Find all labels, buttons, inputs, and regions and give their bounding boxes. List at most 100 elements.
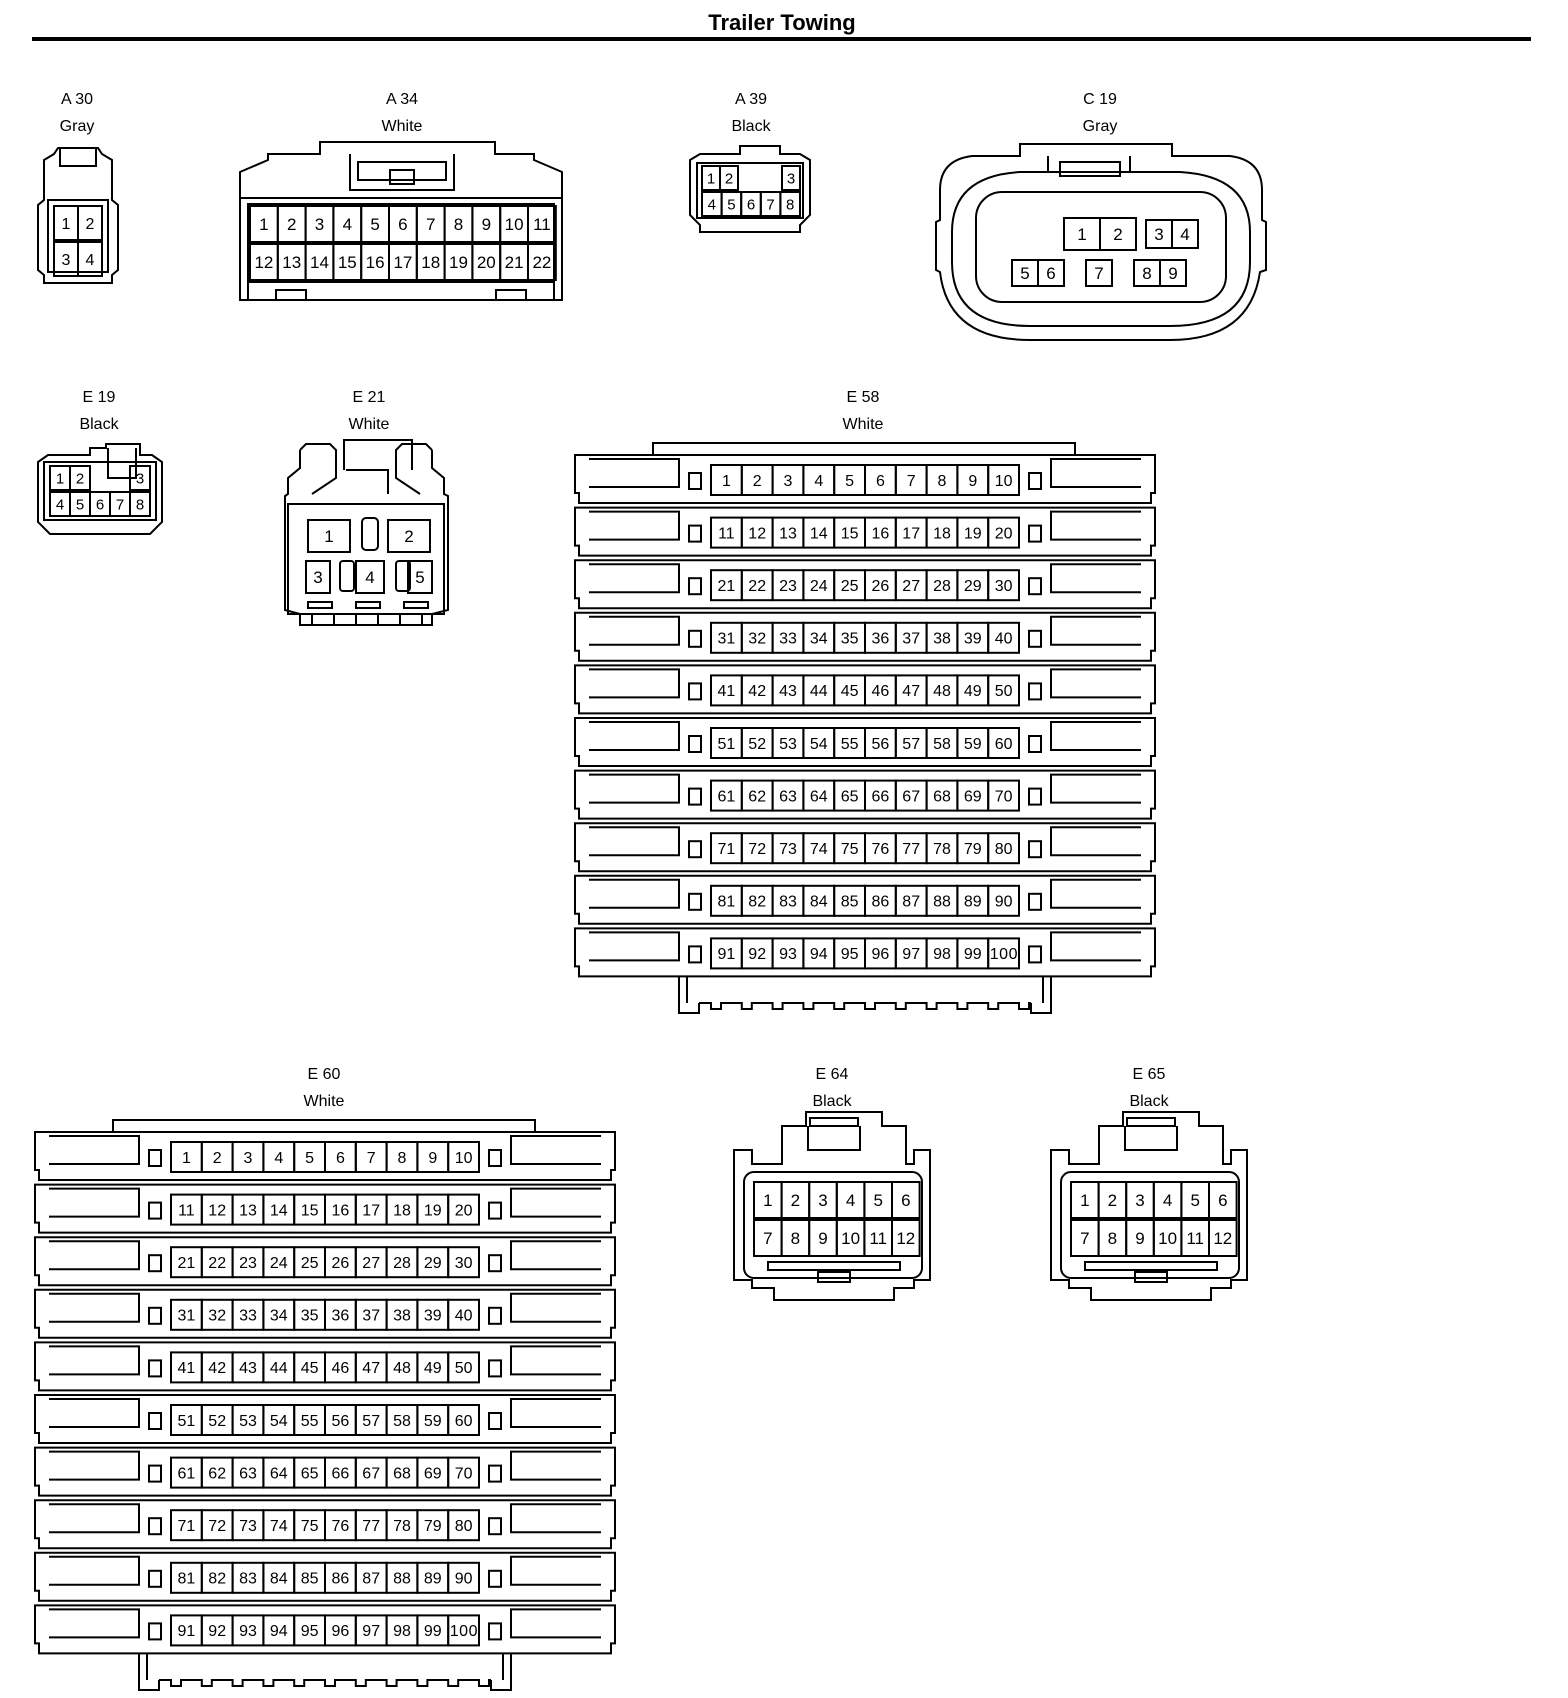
pin-number: 2 (76, 470, 84, 487)
pin-number: 85 (301, 1571, 319, 1588)
pin-number: 89 (424, 1571, 442, 1588)
pin-cell (987, 779, 1021, 812)
pin-number: 10 (1158, 1229, 1177, 1248)
pin-cell (1037, 259, 1065, 287)
pin-number: 8 (398, 1150, 407, 1167)
pin-number: 4 (1163, 1191, 1172, 1210)
pin-number: 2 (287, 215, 296, 234)
pin-number: 7 (367, 1150, 376, 1167)
pin-number: 72 (208, 1518, 226, 1535)
pin-number: 12 (896, 1229, 915, 1248)
pin-number: 81 (178, 1571, 196, 1588)
pin-cell (987, 937, 1021, 970)
pin-number: 1 (182, 1150, 191, 1167)
pin-number: 12 (254, 253, 273, 272)
pin-number: 14 (810, 525, 828, 542)
pin-number: 7 (1094, 264, 1103, 283)
pin-number: 68 (933, 788, 951, 805)
pin-number: 70 (455, 1465, 473, 1482)
pin-cell (447, 1614, 481, 1647)
pin-number: 49 (964, 683, 982, 700)
pin-number: 44 (270, 1360, 288, 1377)
pin-number: 2 (404, 527, 413, 546)
connector-e64-color: Black (812, 1093, 852, 1110)
pin-cell (447, 1141, 481, 1173)
pin-number: 3 (818, 1191, 827, 1210)
pin-number: 25 (841, 578, 859, 595)
pin-number: 33 (239, 1308, 257, 1325)
pin-number: 79 (964, 841, 982, 858)
pin-number: 8 (454, 215, 463, 234)
pin-cell (779, 191, 802, 217)
pin-number: 24 (810, 578, 828, 595)
pin-number: 76 (332, 1518, 350, 1535)
pin-number: 49 (424, 1360, 442, 1377)
pin-number: 97 (902, 946, 920, 963)
pin-number: 20 (995, 525, 1013, 542)
pin-number: 75 (841, 841, 859, 858)
pin-number: 4 (814, 473, 823, 490)
pin-number: 51 (718, 736, 736, 753)
pin-number: 80 (995, 841, 1013, 858)
pin-number: 74 (270, 1518, 288, 1535)
pin-number: 51 (178, 1413, 196, 1430)
pin-number: 4 (1180, 225, 1189, 244)
pin-number: 18 (933, 525, 951, 542)
connector-e21-id: E 21 (352, 389, 386, 406)
pin-cell (1085, 259, 1113, 287)
pin-number: 84 (810, 894, 828, 911)
pin-number: 24 (270, 1255, 288, 1272)
connector-a34-color: White (381, 118, 423, 135)
pin-number: 76 (872, 841, 890, 858)
pin-number: 74 (810, 841, 828, 858)
pin-number: 39 (424, 1308, 442, 1325)
pin-number: 54 (810, 736, 828, 753)
pin-number: 47 (362, 1360, 380, 1377)
pin-number: 42 (748, 683, 766, 700)
pin-number: 1 (324, 527, 333, 546)
pin-number: 2 (213, 1150, 222, 1167)
pin-cell (987, 464, 1021, 496)
pin-cell (987, 832, 1021, 865)
pin-number: 12 (1213, 1229, 1232, 1248)
pin-number: 5 (727, 196, 735, 213)
pin-cell (1159, 259, 1187, 287)
pin-number: 6 (747, 196, 755, 213)
pin-number: 4 (708, 196, 716, 213)
pin-number: 2 (86, 216, 95, 233)
pin-number: 8 (1108, 1229, 1117, 1248)
pin-number: 11 (533, 215, 551, 234)
pin-number: 55 (301, 1413, 319, 1430)
pin-cell (307, 519, 351, 553)
pin-number: 52 (748, 736, 766, 753)
pin-number: 75 (301, 1518, 319, 1535)
pin-number: 2 (1108, 1191, 1117, 1210)
pin-number: 31 (178, 1308, 196, 1325)
pin-number: 64 (810, 788, 828, 805)
pin-number: 99 (964, 946, 982, 963)
pin-number: 35 (301, 1308, 319, 1325)
connector-e65-color: Black (1129, 1093, 1169, 1110)
connector-e65-id: E 65 (1132, 1066, 1166, 1083)
pin-number: 40 (455, 1308, 473, 1325)
pin-cell (1208, 1219, 1238, 1257)
pin-number: 9 (428, 1150, 437, 1167)
pin-number: 11 (718, 525, 735, 542)
pin-number: 93 (239, 1623, 257, 1640)
pin-number: 48 (933, 683, 951, 700)
pin-number: 10 (841, 1229, 860, 1248)
pin-cell (387, 519, 431, 553)
pin-number: 92 (748, 946, 766, 963)
connector-e21-color: White (348, 416, 390, 433)
pin-number: 88 (393, 1571, 411, 1588)
pin-cell (447, 1561, 481, 1594)
connector-e58-color: White (842, 416, 884, 433)
pin-number: 5 (845, 473, 854, 490)
pin-number: 48 (393, 1360, 411, 1377)
pin-number: 1 (62, 216, 71, 233)
